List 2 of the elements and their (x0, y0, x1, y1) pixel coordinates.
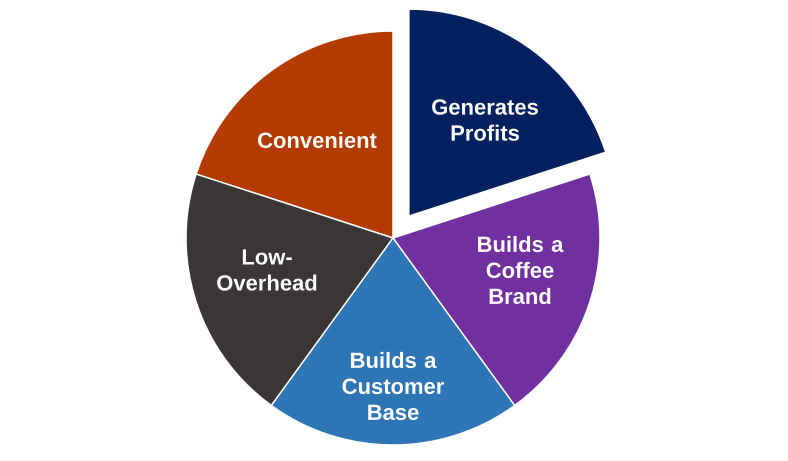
pie-slice: Convenient (195, 30, 394, 239)
pie-slice: Generates Profits (408, 8, 606, 217)
